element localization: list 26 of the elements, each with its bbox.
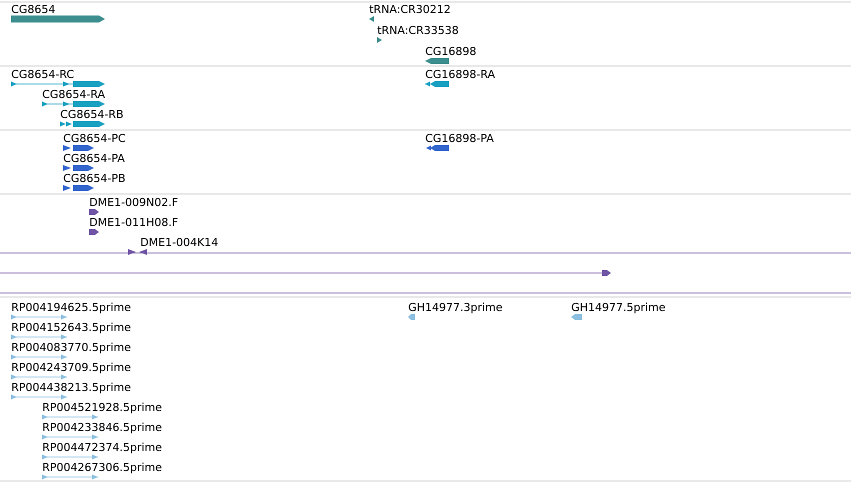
feature-label: RP004194625.5prime [12, 302, 130, 314]
feature-label: CG8654-RB [60, 110, 123, 118]
feature-label: RP004472374.5prime [43, 442, 162, 454]
feature-label: DME1-009N02.F [90, 198, 178, 206]
feature-label: CG16898-RA [426, 70, 495, 78]
feature-label: CG16898-PA [426, 134, 494, 142]
feature-label: GH14977.3prime [408, 302, 502, 314]
feature-label: tRNA:CR30212 [370, 4, 450, 14]
feature-label: RP004233846.5prime [43, 422, 162, 434]
feature-label: CG8654-PA [64, 154, 125, 162]
feature-label: RP004438213.5prime [12, 382, 130, 394]
feature-label: GH14977.5prime [572, 302, 665, 314]
feature-label: CG8654 [12, 4, 55, 14]
feature-label: CG8654-PB [64, 174, 125, 182]
feature-label: DME1-011H08.F [90, 218, 178, 226]
feature-label: RP004243709.5prime [12, 362, 130, 374]
feature-label: RP004152643.5prime [12, 322, 130, 334]
feature-label: CG8654-PC [64, 134, 126, 142]
feature-label: DME1-004K14 [141, 238, 218, 246]
feature-label: RP004521928.5prime [43, 402, 162, 414]
feature-label: RP004267306.5prime [43, 462, 162, 474]
feature-label: tRNA:CR33538 [378, 26, 458, 34]
feature-label: RP004083770.5prime [12, 342, 130, 354]
feature-label: CG16898 [426, 46, 476, 56]
feature-label: CG8654-RA [42, 90, 105, 98]
feature-label: CG8654-RC [12, 70, 74, 78]
